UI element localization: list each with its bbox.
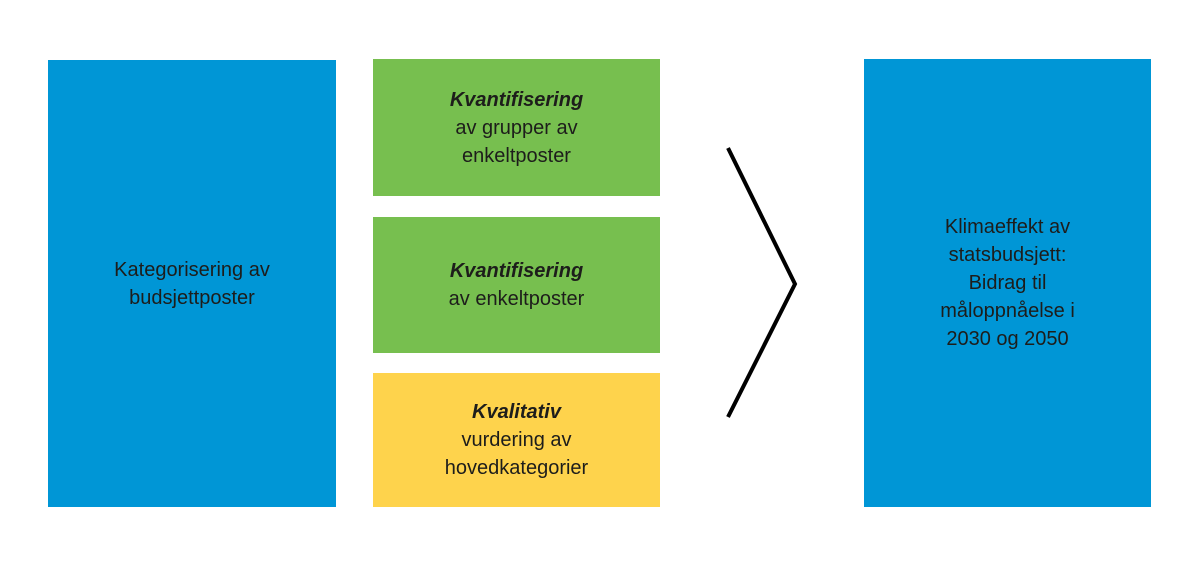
box-kvantifisering-enkeltposter: Kvantifisering av enkeltposter (373, 217, 660, 353)
box-label-emphasis: Kvalitativ (472, 401, 561, 423)
box-label-line: statsbudsjett: (948, 244, 1067, 266)
box-label-emphasis: Kvantifisering (449, 260, 584, 282)
box-label-line: av grupper av (455, 116, 578, 139)
chevron-right-line (726, 147, 798, 418)
box-label-line: av enkeltposter (448, 288, 585, 310)
box-kvalitativ-vurdering: Kvalitativ vurdering av hovedkategorier (373, 373, 660, 507)
box-label-line: måloppnåelse i (940, 300, 1075, 322)
box-label-line: Kategorisering av (114, 258, 270, 281)
box-label-emphasis: Kvantifisering (449, 88, 584, 111)
box-label-line: enkeltposter (462, 144, 571, 167)
box-klimaeffekt: Klimaeffekt av statsbudsjett: Bidrag til… (864, 59, 1151, 507)
box-label-line: vurdering av (461, 429, 572, 451)
box-kvantifisering-grupper: Kvantifisering av grupper av enkeltposte… (373, 59, 660, 196)
box-kategorisering: Kategorisering av budsjettposter (48, 60, 336, 507)
box-label-line: Bidrag til (968, 272, 1047, 294)
box-label-line: hovedkategorier (444, 457, 589, 479)
box-label-line: 2030 og 2050 (946, 328, 1069, 350)
box-label-line: budsjettposter (129, 286, 255, 309)
box-label-line: Klimaeffekt av (944, 216, 1071, 238)
